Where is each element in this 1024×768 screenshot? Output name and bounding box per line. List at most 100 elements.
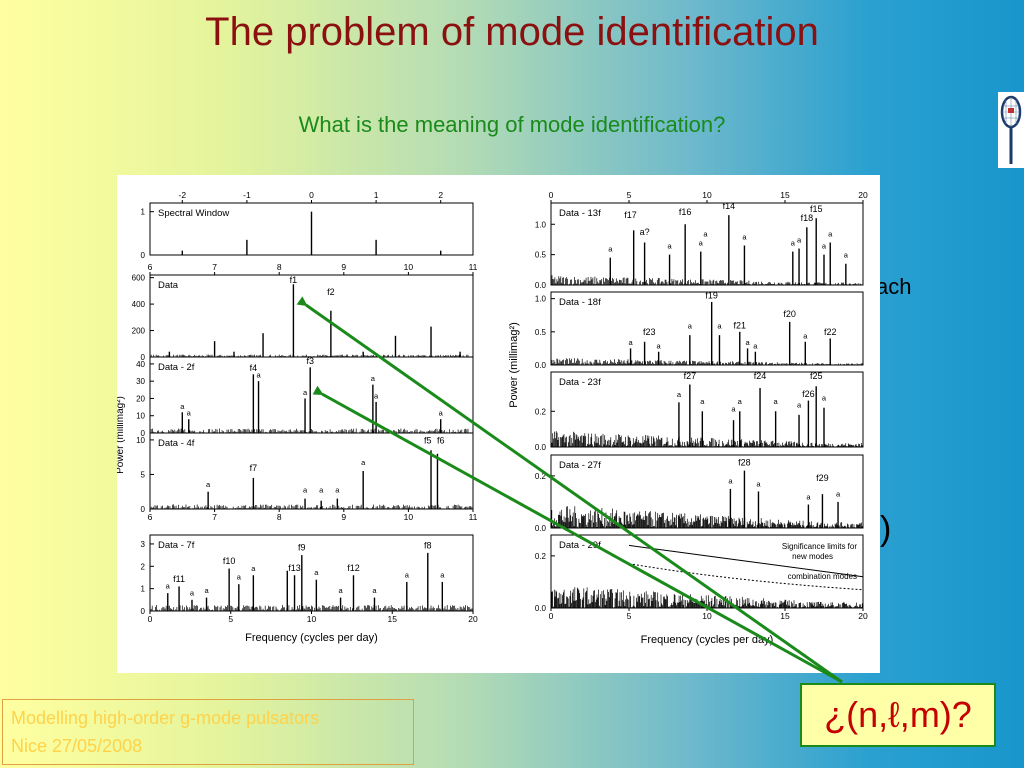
noise-spectrum [149,504,473,509]
background-text-fragment: ach [876,274,912,299]
y-tick-label: 0.2 [535,552,547,561]
y-tick-label: 1.0 [535,220,547,229]
peak-annotation: a [180,402,185,411]
peak-annotation: a [256,371,261,380]
y-tick-label: 0.5 [535,251,547,260]
y-tick-label: 0 [141,251,146,260]
peak-annotation: f6 [437,435,445,445]
x-tick-label: 6 [148,512,153,522]
x-tick-label: 7 [212,512,217,522]
peak-annotation: a [700,397,705,406]
peak-annotation: f16 [679,207,692,217]
peak-annotation: a [372,586,377,595]
peak-annotation: a [204,586,209,595]
panel-label: Spectral Window [158,208,229,219]
peak-annotation: a [439,409,444,418]
x-tick-label: 0 [148,614,153,624]
x-tick-label: 15 [780,190,790,200]
y-tick-label: 0.0 [535,524,547,533]
y-tick-label: 30 [136,377,145,386]
x-tick-label: 20 [858,611,868,621]
x-tick-label: -1 [243,190,251,200]
peak-annotation: a [237,573,242,582]
x-tick-label: 20 [468,614,478,624]
x-tick-label: 5 [627,611,632,621]
peak-annotation: a [440,570,445,579]
peak-annotation: f12 [347,563,360,573]
x-tick-label: 10 [307,614,317,624]
y-axis-label: Power (millimag²) [117,396,126,474]
peak-annotation: a [688,322,693,331]
peak-annotation: f13 [288,563,301,573]
peak-annotation: a [828,229,833,238]
legend-text: combination modes [788,572,857,581]
noise-spectrum [550,506,863,528]
y-tick-label: 600 [132,274,146,283]
noise-spectrum [550,275,862,285]
panel-label: Data - 18f [559,297,601,308]
peak-annotation: a [190,588,195,597]
peak-annotation: f7 [250,463,258,473]
x-tick-label: 0 [309,190,314,200]
panel-frame [149,356,474,434]
y-tick-label: 10 [136,436,145,445]
y-tick-label: 0 [141,607,146,616]
peak-annotation: f23 [643,327,656,337]
peak-annotation: f20 [783,309,796,319]
peak-annotation: a [314,568,319,577]
peak-annotation: f10 [223,556,236,566]
y-tick-label: 0 [141,429,146,438]
y-tick-label: 10 [136,412,145,421]
peak-annotation: a [206,480,211,489]
peak-annotation: f18 [801,213,814,223]
peak-annotation: a [628,338,633,347]
x-tick-label: 0 [549,611,554,621]
background-text-fragment: ) [880,510,892,548]
footer-date: Nice 27/05/2008 [11,736,143,756]
x-tick-label: 20 [858,190,868,200]
peak-annotation: a [728,477,733,486]
x-tick-label: 8 [277,262,282,272]
peak-annotation: a [717,322,722,331]
y-tick-label: 0.2 [535,472,547,481]
peak-annotation: a [753,341,758,350]
x-axis-label: Frequency (cycles per day) [245,632,378,644]
slide-title: The problem of mode identification [205,10,819,54]
peak-annotation: a [791,239,796,248]
peak-annotation: a [822,242,827,251]
x-tick-label: 10 [404,262,414,272]
panel-label: Data - 2f [158,362,195,373]
peak-annotation: a [361,458,366,467]
peak-annotation: a [803,331,808,340]
x-tick-label: 10 [702,190,712,200]
panel-label: Data - 29f [559,540,601,551]
peak-annotation: a [677,390,682,399]
x-axis-label: Frequency (cycles per day) [641,634,774,646]
y-tick-label: 0.5 [535,328,547,337]
peak-annotation: a [303,388,308,397]
y-tick-label: 0.0 [535,281,547,290]
peak-annotation: a [806,492,811,501]
noise-spectrum [550,431,863,447]
peak-annotation: a [667,242,672,251]
x-tick-label: 10 [702,611,712,621]
panel-label: Data - 4f [158,438,195,449]
y-tick-label: 1 [141,585,146,594]
y-tick-label: 200 [132,327,146,336]
x-tick-label: 8 [277,512,282,522]
peak-annotation: a [303,485,308,494]
y-tick-label: 2 [141,562,146,571]
peak-annotation: f8 [424,540,432,550]
y-tick-label: 40 [136,360,145,369]
x-tick-label: 15 [780,611,790,621]
peak-annotation: a [742,232,747,241]
panel-label: Data - 27f [559,460,601,471]
x-tick-label: 5 [627,190,632,200]
panel-label: Data - 23f [559,377,601,388]
x-tick-label: 7 [212,262,217,272]
peak-annotation: a [836,490,841,499]
legend-text: Significance limits for [782,542,857,551]
y-tick-label: 0 [141,505,146,514]
